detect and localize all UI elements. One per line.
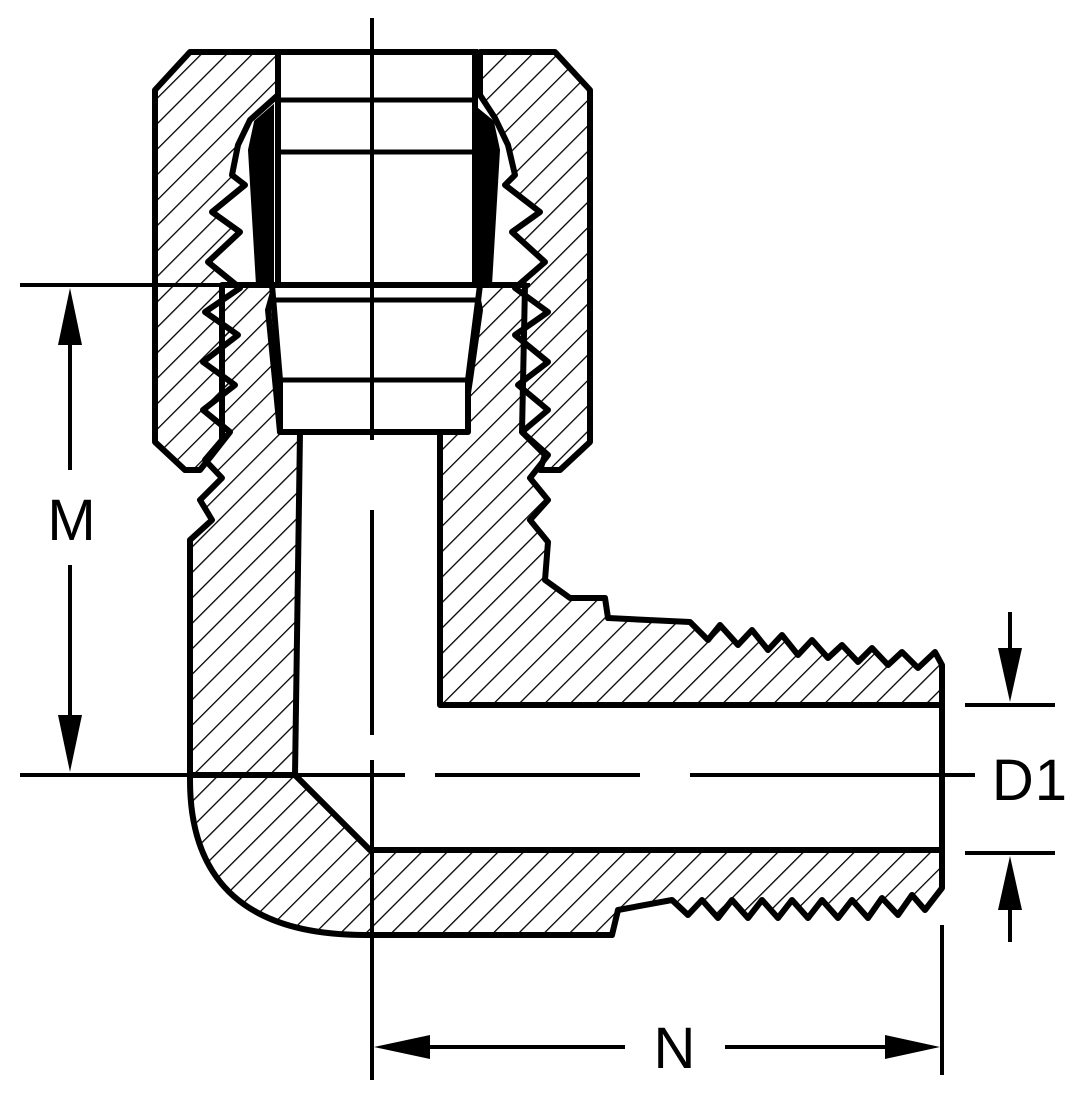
tube-seat: [269, 282, 483, 435]
tube-upper: [275, 49, 478, 288]
nut-left-wall: [152, 49, 281, 473]
dimension-m: M: [20, 283, 530, 772]
d1-arrow-down-icon: [998, 648, 1022, 702]
d1-label: D1: [992, 748, 1068, 813]
m-arrow-down-icon: [58, 715, 82, 772]
body-bore: [292, 429, 945, 853]
m-arrow-up-icon: [58, 288, 82, 345]
body-elbow-bottom-wall: [187, 772, 945, 938]
dimension-n: N: [374, 925, 944, 1081]
m-label: M: [47, 488, 96, 553]
body-right-and-top-wall: [437, 282, 945, 708]
d1-arrow-up-icon: [998, 856, 1022, 910]
n-arrow-right-icon: [885, 1035, 940, 1059]
dimension-d1: D1: [965, 612, 1068, 942]
n-arrow-left-icon: [374, 1035, 430, 1059]
n-label: N: [654, 1016, 697, 1081]
ferrule-right: [473, 103, 501, 287]
ferrule-left: [247, 103, 274, 287]
